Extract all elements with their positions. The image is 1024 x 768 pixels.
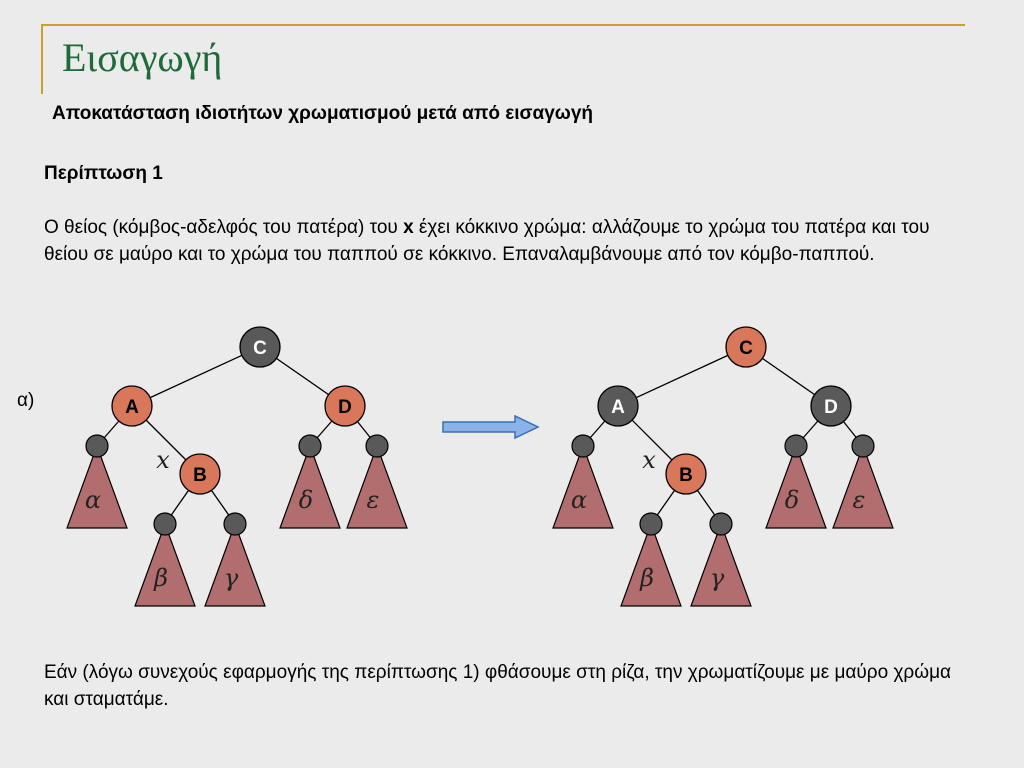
after-subtree-triangle bbox=[765, 444, 827, 529]
after-leaf-node bbox=[639, 512, 663, 536]
before-node-b: B bbox=[179, 453, 221, 495]
tree-before: α β γ δ ε C A D Bx bbox=[66, 326, 408, 607]
after-node-circle bbox=[597, 385, 639, 427]
before-leaf-node bbox=[153, 512, 177, 536]
tree-after: α β γ δ ε C A D Bx bbox=[552, 326, 894, 607]
title-left-rule bbox=[41, 24, 43, 94]
after-subtree-label: α bbox=[571, 486, 587, 514]
after-subtree-label: δ bbox=[785, 486, 799, 514]
after-subtree-5: ε bbox=[832, 434, 894, 529]
before-subtree-label: γ bbox=[224, 564, 239, 592]
after-node-a: A bbox=[597, 385, 639, 427]
before-leaf-node bbox=[223, 512, 247, 536]
before-node-d: D bbox=[324, 385, 366, 427]
case-description-start: Ο θείος (κόμβος-αδελφός του πατέρα) του bbox=[44, 217, 404, 238]
diagram-label-a: α) bbox=[17, 390, 35, 411]
slide-title: Εισαγωγή bbox=[62, 35, 223, 80]
after-node-b: B bbox=[665, 453, 707, 495]
transition-arrow bbox=[442, 414, 540, 440]
after-leaf-node bbox=[709, 512, 733, 536]
before-node-label: B bbox=[193, 465, 207, 486]
after-leaf-node bbox=[851, 434, 875, 458]
before-subtree-1: α bbox=[66, 434, 128, 529]
after-subtree-label: β bbox=[639, 564, 654, 592]
before-subtree-label: β bbox=[153, 564, 168, 592]
before-subtree-triangle bbox=[66, 444, 128, 529]
before-edge-c-a bbox=[131, 346, 261, 407]
before-subtree-3: γ bbox=[204, 512, 266, 607]
after-leaf-node bbox=[571, 434, 595, 458]
case-title: Περίπτωση 1 bbox=[44, 163, 163, 184]
before-node-label: D bbox=[338, 397, 352, 418]
after-x-label: x bbox=[642, 446, 656, 474]
before-node-c: C bbox=[239, 326, 281, 368]
after-node-circle bbox=[665, 453, 707, 495]
after-subtree-triangle bbox=[620, 522, 682, 607]
after-subtree-3: γ bbox=[690, 512, 752, 607]
before-subtree-label: ε bbox=[367, 486, 380, 514]
before-node-a: A bbox=[111, 385, 153, 427]
after-node-label: D bbox=[824, 397, 838, 418]
before-node-circle bbox=[239, 326, 281, 368]
after-subtree-triangle bbox=[552, 444, 614, 529]
before-node-label: C bbox=[253, 338, 267, 359]
before-subtree-2: β bbox=[134, 512, 196, 607]
before-subtree-5: ε bbox=[346, 434, 408, 529]
after-node-label: A bbox=[611, 397, 625, 418]
after-subtree-label: ε bbox=[853, 486, 866, 514]
before-subtree-triangle bbox=[346, 444, 408, 529]
after-node-c: C bbox=[725, 326, 767, 368]
before-subtree-4: δ bbox=[279, 434, 341, 529]
after-edge-c-a bbox=[617, 346, 747, 407]
after-subtree-label: γ bbox=[710, 564, 725, 592]
after-subtree-2: β bbox=[620, 512, 682, 607]
slide-subtitle: Αποκατάσταση ιδιοτήτων χρωματισμού μετά … bbox=[52, 103, 594, 124]
root-rule-text: Εάν (λόγω συνεχούς εφαρμογής της περίπτω… bbox=[44, 662, 952, 710]
after-node-d: D bbox=[810, 385, 852, 427]
before-leaf-node bbox=[298, 434, 322, 458]
after-subtree-4: δ bbox=[765, 434, 827, 529]
case-description-end: έχει κόκκινο χρώμα: αλλάζουμε το χρώμα τ… bbox=[44, 217, 930, 265]
after-leaf-node bbox=[784, 434, 808, 458]
after-node-circle bbox=[810, 385, 852, 427]
before-subtree-triangle bbox=[204, 522, 266, 607]
title-top-rule bbox=[41, 24, 965, 26]
after-node-label: C bbox=[739, 338, 753, 359]
before-node-circle bbox=[111, 385, 153, 427]
before-x-label: x bbox=[156, 446, 170, 474]
after-subtree-1: α bbox=[552, 434, 614, 529]
before-leaf-node bbox=[85, 434, 109, 458]
after-node-circle bbox=[725, 326, 767, 368]
after-subtree-triangle bbox=[832, 444, 894, 529]
before-subtree-triangle bbox=[134, 522, 196, 607]
before-leaf-node bbox=[365, 434, 389, 458]
before-node-label: A bbox=[125, 397, 139, 418]
before-subtree-triangle bbox=[279, 444, 341, 529]
after-node-label: B bbox=[679, 465, 693, 486]
after-subtree-triangle bbox=[690, 522, 752, 607]
before-subtree-label: δ bbox=[299, 486, 313, 514]
case-description-x: x bbox=[403, 217, 414, 238]
before-node-circle bbox=[179, 453, 221, 495]
before-subtree-label: α bbox=[85, 486, 101, 514]
before-node-circle bbox=[324, 385, 366, 427]
case-description: Ο θείος (κόμβος-αδελφός του πατέρα) του … bbox=[44, 214, 974, 268]
